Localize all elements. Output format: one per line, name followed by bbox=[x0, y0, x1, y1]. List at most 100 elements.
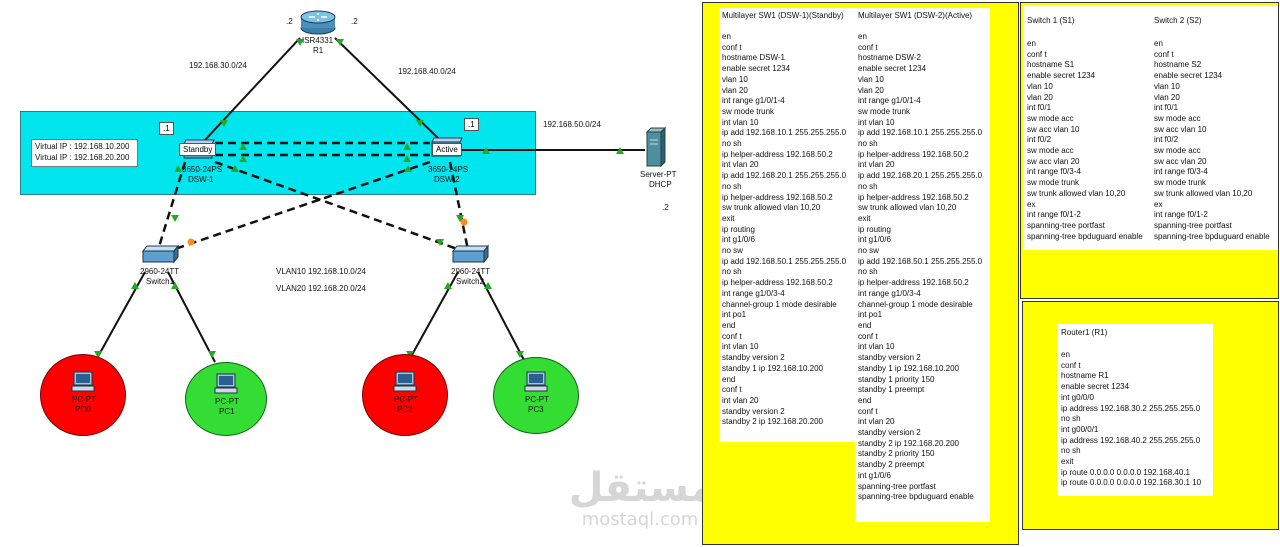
link-up-marker bbox=[516, 351, 524, 358]
virtual-ip-box: Virtual IP : 192.168.10.200 Virtual IP :… bbox=[31, 139, 138, 167]
pc-icon bbox=[214, 373, 238, 394]
link-sw2-pc2 bbox=[407, 271, 459, 363]
link-up-marker bbox=[403, 143, 411, 150]
network-diagram: .2 .2 ISR4331 R1 192.168.30.0/24 192.168… bbox=[20, 8, 677, 436]
link-r1-dsw2 bbox=[334, 37, 441, 141]
dsw2-config-title: Multilayer SW1 (DSW-2)(Active) bbox=[858, 11, 973, 20]
server-icon[interactable] bbox=[645, 126, 667, 168]
link-label-r1-dsw1: 192.168.30.0/24 bbox=[189, 61, 247, 70]
s2-config-title: Switch 2 (S2) bbox=[1154, 16, 1202, 25]
watermark-arabic: مستقل bbox=[568, 465, 715, 511]
link-dsw1-sw2 bbox=[214, 160, 461, 252]
router-config-panel: Router1 (R1) en conf t hostname R1 enabl… bbox=[1022, 301, 1279, 530]
link-up-marker bbox=[239, 155, 247, 162]
server-host: .2 bbox=[662, 203, 669, 212]
vlan20-label: VLAN20 192.168.20.0/24 bbox=[276, 284, 366, 293]
pc0-node[interactable]: PC-PT PC0 bbox=[40, 354, 126, 436]
r1-config-sheet: Router1 (R1) en conf t hostname R1 enabl… bbox=[1057, 324, 1213, 496]
dsw2-role-badge: Active bbox=[432, 143, 462, 156]
dsw1-host-tag: .1 bbox=[159, 122, 174, 135]
router-left-port: .2 bbox=[286, 17, 293, 26]
link-up-marker bbox=[444, 282, 452, 289]
link-up-marker bbox=[416, 120, 424, 127]
link-up-marker bbox=[171, 282, 179, 289]
server-model: Server-PT bbox=[640, 170, 677, 179]
link-label-r1-dsw2: 192.168.40.0/24 bbox=[398, 67, 456, 76]
router-icon[interactable] bbox=[300, 8, 336, 36]
link-up-marker bbox=[220, 120, 228, 127]
link-up-marker bbox=[436, 239, 444, 246]
link-up-marker bbox=[456, 215, 464, 222]
dsw1-name: DSW-1 bbox=[188, 175, 214, 184]
pc2-model: PC-PT bbox=[394, 395, 418, 404]
router-name: R1 bbox=[313, 46, 324, 55]
link-dsw2-sw2 bbox=[448, 161, 470, 251]
link-up-marker bbox=[403, 155, 411, 162]
pc0-model: PC-PT bbox=[72, 395, 96, 404]
switch2-model: 2960-24TT bbox=[451, 267, 491, 276]
link-sw2-pc3 bbox=[477, 271, 526, 363]
pc2-name: PC2 bbox=[397, 405, 413, 414]
dsw1-model: 3650-24PS bbox=[182, 165, 223, 174]
link-layer bbox=[94, 37, 645, 363]
pc3-model: PC-PT bbox=[525, 395, 549, 404]
link-up-marker bbox=[616, 147, 624, 154]
link-up-marker bbox=[404, 165, 412, 172]
link-up-marker bbox=[171, 215, 179, 222]
switch1-name: Switch1 bbox=[146, 277, 175, 286]
watermark-latin: mostaql.com bbox=[581, 509, 699, 530]
link-up-marker bbox=[231, 165, 239, 172]
dsw2-host-tag: .1 bbox=[464, 118, 479, 131]
link-blocked-marker bbox=[187, 238, 195, 246]
s1-s2-config-sheet bbox=[1023, 6, 1278, 250]
watermark-logo: مستقل mostaql.com bbox=[565, 466, 715, 536]
link-label-dsw2-server: 192.168.50.0/24 bbox=[543, 120, 601, 129]
dsw-config-panel: Multilayer SW1 (DSW-1)(Standby) en conf … bbox=[702, 2, 1019, 545]
link-blocked-marker bbox=[460, 218, 468, 226]
server-name: DHCP bbox=[649, 180, 672, 189]
link-sw1-pc0 bbox=[94, 271, 146, 363]
virtual-ip-vlan20: Virtual IP : 192.168.20.200 bbox=[35, 153, 130, 162]
virtual-ip-vlan10: Virtual IP : 192.168.10.200 bbox=[35, 142, 130, 151]
link-up-marker bbox=[484, 282, 492, 289]
dsw2-config-text: en conf t hostname DSW-2 enable secret 1… bbox=[858, 32, 983, 502]
pc3-name: PC3 bbox=[528, 405, 544, 414]
dsw2-name: DSW-2 bbox=[434, 175, 460, 184]
dsw2-config-sheet: Multilayer SW1 (DSW-2)(Active) en conf t… bbox=[855, 8, 990, 522]
switch1-model: 2960-24TT bbox=[140, 267, 180, 276]
pc3-node[interactable]: PC-PT PC3 bbox=[493, 357, 579, 434]
pc-icon bbox=[524, 371, 548, 392]
dsw2-model: 3650-24PS bbox=[428, 165, 469, 174]
access-switch-config-panel: Switch 1 (S1) en conf t hostname S1 enab… bbox=[1020, 2, 1279, 299]
s1-config-text: en conf t hostname S1 enable secret 1234… bbox=[1027, 39, 1143, 241]
dsw1-config-text: en conf t hostname DSW-1 enable secret 1… bbox=[722, 32, 847, 427]
link-up-marker bbox=[239, 143, 247, 150]
dsw1-role-badge: Standby bbox=[179, 143, 217, 156]
link-up-marker bbox=[296, 39, 304, 46]
link-up-marker bbox=[482, 147, 490, 154]
s1-config-title: Switch 1 (S1) bbox=[1027, 16, 1075, 25]
router-right-port: .2 bbox=[351, 17, 358, 26]
link-up-marker bbox=[174, 165, 182, 172]
router-model: ISR4331 bbox=[302, 36, 334, 45]
dsw1-config-title: Multilayer SW1 (DSW-1)(Standby) bbox=[722, 11, 844, 20]
pc2-node[interactable]: PC-PT PC2 bbox=[362, 354, 448, 436]
switch-icon[interactable] bbox=[450, 244, 490, 266]
link-up-marker bbox=[131, 282, 139, 289]
link-up-marker bbox=[94, 351, 102, 358]
pc-icon bbox=[393, 371, 417, 392]
r1-config-title: Router1 (R1) bbox=[1061, 328, 1108, 337]
s2-config-text: en conf t hostname S2 enable secret 1234… bbox=[1154, 39, 1270, 241]
pc-icon bbox=[71, 371, 95, 392]
link-up-marker bbox=[336, 39, 344, 46]
switch2-name: Switch2 bbox=[456, 277, 485, 286]
link-dsw2-sw1 bbox=[171, 160, 431, 252]
pc0-name: PC0 bbox=[75, 405, 91, 414]
r1-config-text: en conf t hostname R1 enable secret 1234… bbox=[1061, 350, 1202, 488]
vlan10-label: VLAN10 192.168.10.0/24 bbox=[276, 267, 366, 276]
switch-icon[interactable] bbox=[140, 244, 180, 266]
link-r1-dsw1 bbox=[204, 37, 301, 141]
link-dsw1-sw1 bbox=[156, 161, 187, 251]
pc1-node[interactable]: PC-PT PC1 bbox=[185, 362, 267, 436]
pc1-model: PC-PT bbox=[215, 397, 239, 406]
